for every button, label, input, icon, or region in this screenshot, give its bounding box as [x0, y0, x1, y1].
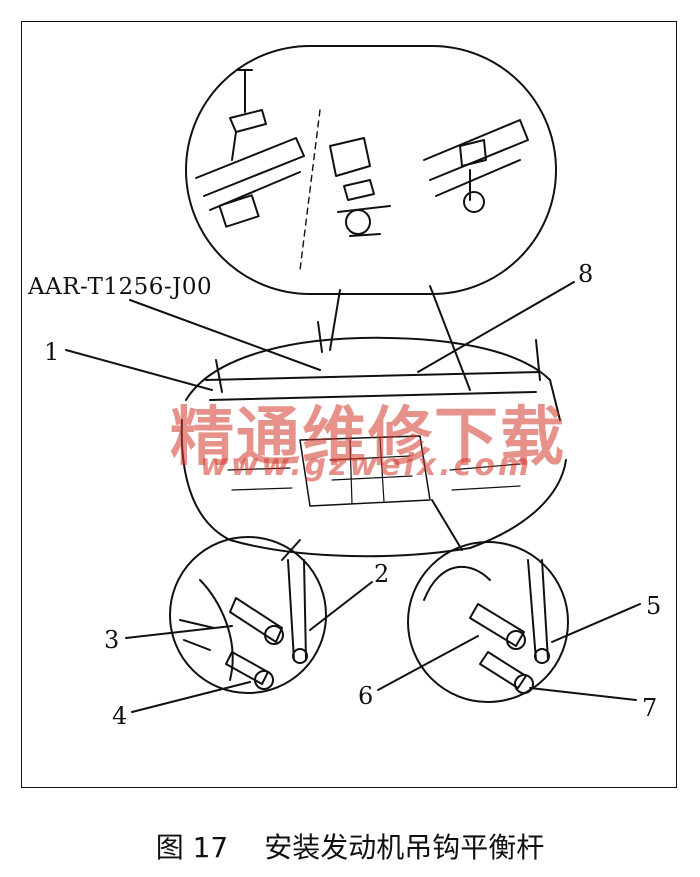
figure-frame	[21, 21, 677, 788]
label-3: 3	[104, 626, 120, 654]
detail-oval-top	[185, 45, 557, 295]
label-7: 7	[642, 694, 658, 722]
label-5: 5	[646, 592, 662, 620]
watermark-text: 精通维修下载	[170, 401, 566, 475]
watermark-url: www.gzweix.com	[200, 448, 533, 483]
label-2: 2	[374, 560, 390, 588]
figure-number: 图 17	[155, 831, 229, 864]
label-1: 1	[44, 338, 60, 366]
label-8: 8	[578, 260, 594, 288]
label-4: 4	[112, 702, 128, 730]
label-6: 6	[358, 682, 374, 710]
figure-title: 安装发动机吊钩平衡杆	[264, 831, 545, 864]
figure-caption: 图 17 安装发动机吊钩平衡杆	[0, 826, 700, 866]
label-tool-code: AAR-T1256-J00	[28, 274, 213, 300]
detail-circle-left	[169, 536, 327, 694]
detail-circle-right	[407, 541, 569, 703]
